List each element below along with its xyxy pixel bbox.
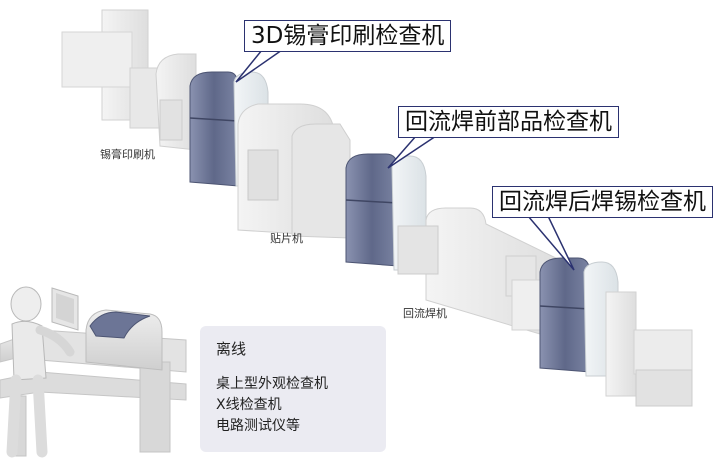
unloader-machine	[605, 291, 693, 407]
post-reflow-callout: 回流焊后焊锡检查机	[492, 186, 713, 218]
reflow-oven	[397, 207, 561, 341]
mounter-machine	[237, 103, 351, 239]
offline-title: 离线	[216, 340, 247, 358]
spi-callout: 3D锡膏印刷检查机	[244, 20, 452, 52]
offline-item-list: 桌上型外观检查机 X线检查机 电路测试仪等	[216, 374, 328, 437]
offline-item: X线检查机	[216, 397, 282, 413]
offline-workstation	[0, 287, 187, 457]
offline-item: 桌上型外观检查机	[216, 376, 328, 392]
operator-figure	[6, 286, 75, 458]
reflow-label: 回流焊机	[403, 307, 447, 320]
post-reflow-inspection-unit	[539, 257, 619, 377]
solder-paste-printer	[155, 53, 197, 151]
offline-inspection-box: 离线 桌上型外观检查机 X线检查机 电路测试仪等	[200, 326, 386, 452]
pre-reflow-callout: 回流焊前部品检查机	[398, 106, 619, 138]
offline-item: 电路测试仪等	[216, 418, 300, 434]
loader-machine	[61, 9, 171, 129]
printer-label: 锡膏印刷机	[100, 148, 155, 161]
mounter-label: 贴片机	[270, 232, 303, 245]
